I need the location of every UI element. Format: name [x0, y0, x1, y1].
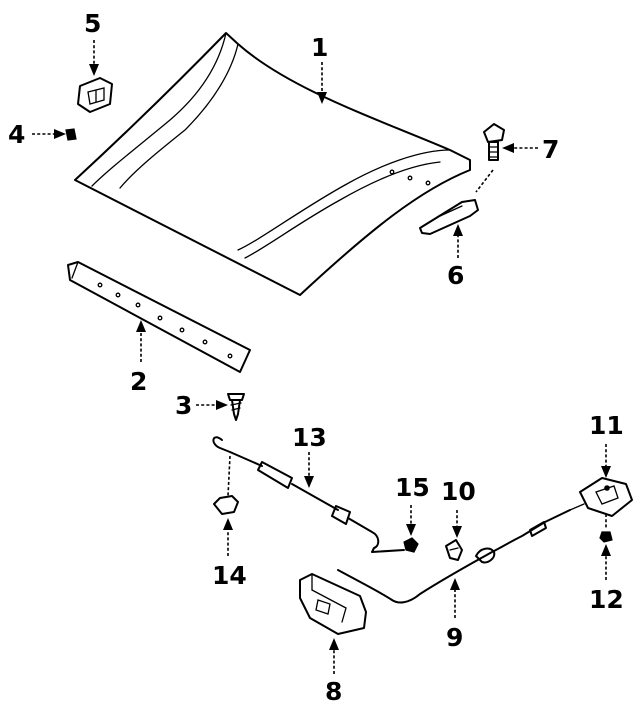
callout-1: 1: [311, 33, 328, 62]
screw: [227, 393, 245, 421]
grommet: [403, 537, 419, 553]
hood-bumper: [77, 77, 113, 113]
cable-clip: [445, 539, 463, 561]
callout-14: 14: [212, 561, 247, 590]
leader-8: [329, 638, 339, 674]
striker-nut: [599, 514, 613, 543]
hood-latch: [299, 573, 367, 635]
callout-3: 3: [175, 391, 192, 420]
leader-3: [196, 400, 228, 410]
leader-5: [89, 40, 99, 76]
leader-7: [502, 143, 538, 153]
hood-seal-strip: [67, 261, 251, 373]
leader-15: [406, 505, 416, 536]
hood-striker: [579, 477, 633, 517]
bumper-plug: [65, 128, 77, 141]
leader-9: [450, 578, 460, 618]
callout-10: 10: [441, 477, 476, 506]
prop-rod: [212, 436, 405, 553]
prop-rod-retainer: [213, 455, 239, 515]
callout-12: 12: [589, 585, 624, 614]
hood-panel: [74, 32, 471, 296]
callout-6: 6: [447, 261, 464, 290]
release-cable: [337, 503, 585, 604]
callout-8: 8: [325, 677, 342, 706]
leader-10: [452, 510, 462, 538]
bolt-to-hinge-line: [475, 169, 494, 193]
leader-12: [601, 544, 611, 580]
callout-15: 15: [395, 473, 430, 502]
leader-14: [223, 518, 233, 556]
callout-2: 2: [130, 367, 147, 396]
hood-hinge: [419, 199, 479, 235]
callout-4: 4: [8, 120, 25, 149]
callout-5: 5: [84, 9, 101, 38]
leader-13: [304, 452, 314, 488]
leader-11: [601, 444, 611, 478]
leader-2: [136, 320, 146, 362]
leader-4: [32, 129, 66, 139]
callout-11: 11: [589, 411, 624, 440]
leader-1: [317, 62, 327, 104]
leader-6: [453, 224, 463, 258]
callout-7: 7: [542, 135, 559, 164]
callout-9: 9: [446, 623, 463, 652]
hinge-bolt: [483, 123, 505, 161]
callout-13: 13: [292, 423, 327, 452]
